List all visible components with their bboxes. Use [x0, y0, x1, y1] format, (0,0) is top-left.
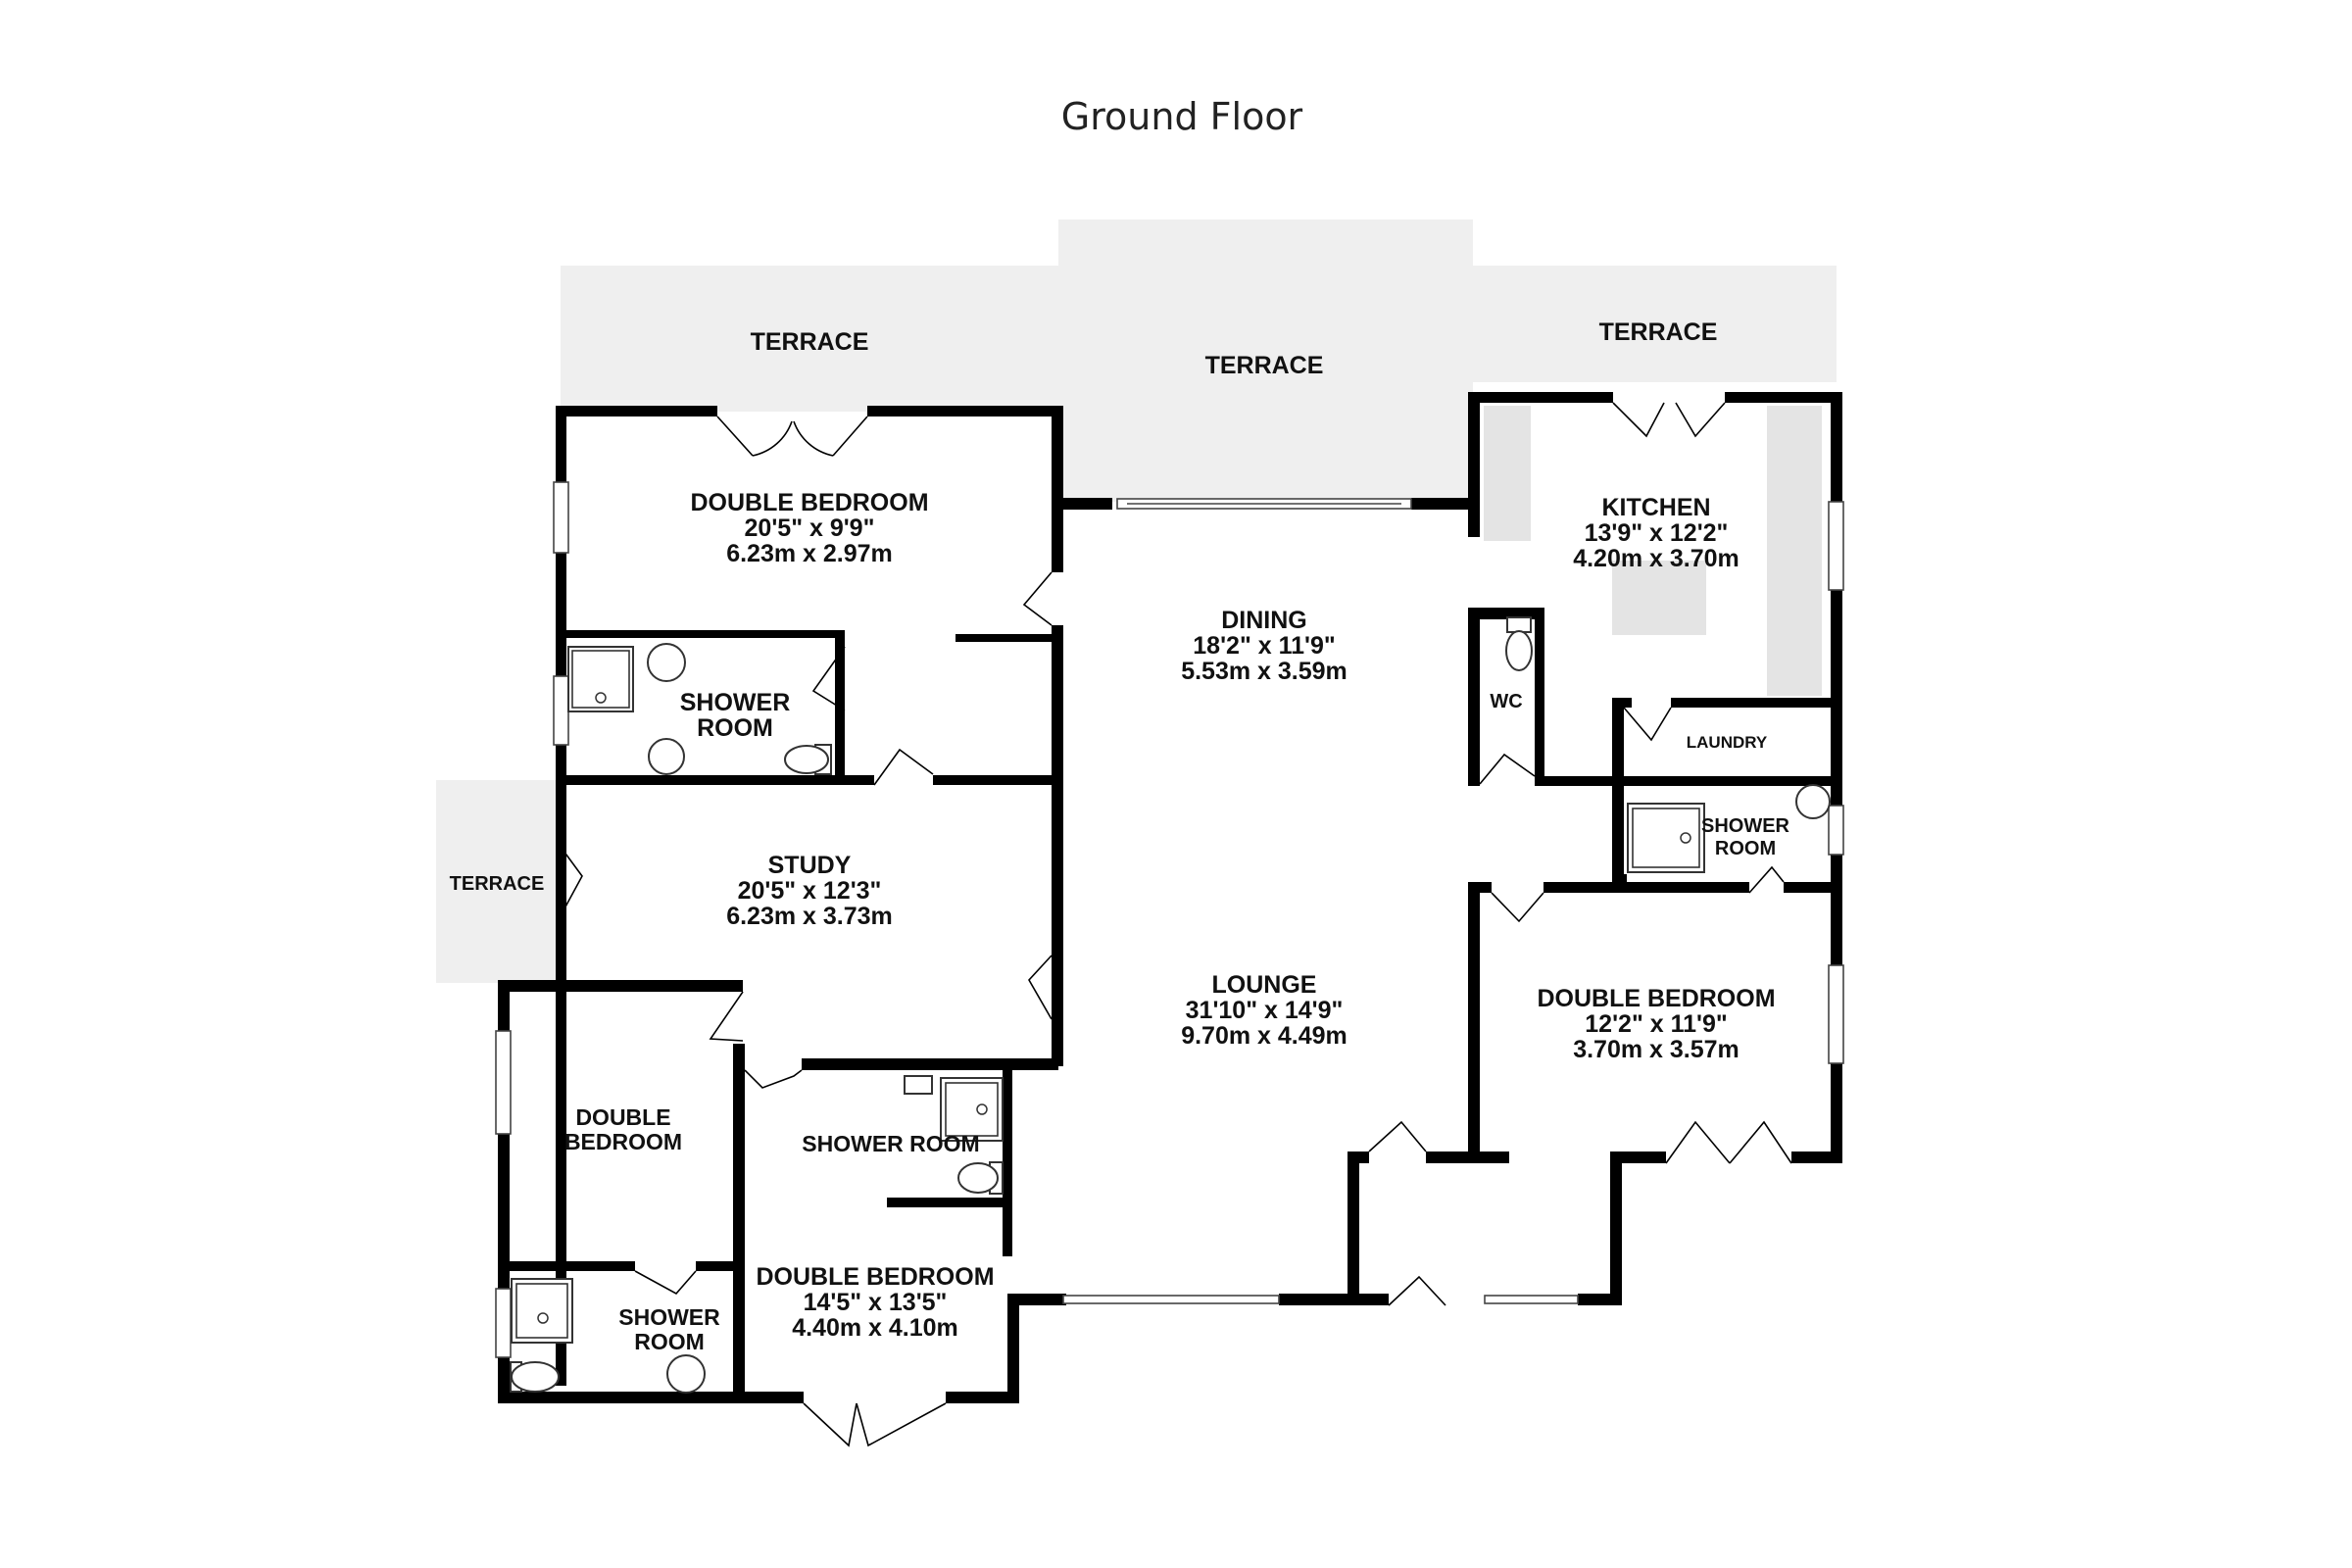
room-name: ROOM	[697, 714, 773, 742]
room-bedroom-w: DOUBLE BEDROOM	[564, 1104, 682, 1154]
room-name: ROOM	[634, 1329, 705, 1354]
room-lounge: LOUNGE 31'10" x 14'9" 9.70m x 4.49m	[1181, 971, 1348, 1050]
room-shower-e: SHOWER ROOM	[1701, 815, 1790, 859]
room-name: LOUNGE	[1212, 971, 1317, 999]
room-dining: DINING 18'2" x 11'9" 5.53m x 3.59m	[1181, 607, 1348, 685]
room-study: STUDY 20'5" x 12'3" 6.23m x 3.73m	[726, 852, 893, 930]
terraces	[436, 220, 1837, 983]
room-laundry: LAUNDRY	[1687, 733, 1768, 752]
room-size-metric: 4.40m x 4.10m	[792, 1314, 958, 1342]
room-shower-nw: SHOWER ROOM	[680, 689, 791, 742]
room-name: DOUBLE BEDROOM	[1537, 985, 1775, 1012]
room-size-imperial: 20'5" x 12'3"	[738, 877, 882, 905]
room-size-imperial: 20'5" x 9'9"	[745, 514, 875, 542]
room-shower-sw: SHOWER ROOM	[618, 1304, 720, 1354]
room-size-imperial: 31'10" x 14'9"	[1186, 997, 1344, 1024]
room-name: DOUBLE BEDROOM	[690, 489, 928, 516]
room-size-imperial: 14'5" x 13'5"	[804, 1289, 948, 1316]
room-shower-s: SHOWER ROOM	[802, 1131, 979, 1156]
room-name: DOUBLE	[575, 1104, 670, 1130]
doors	[557, 402, 1792, 1447]
room-name: STUDY	[768, 852, 852, 879]
room-name: SHOWER	[680, 689, 791, 716]
floor-title: Ground Floor	[1061, 95, 1303, 138]
terrace-label-right-top: TERRACE	[1599, 318, 1718, 346]
room-size-metric: 4.20m x 3.70m	[1573, 545, 1740, 572]
room-size-metric: 5.53m x 3.59m	[1181, 658, 1348, 685]
room-size-imperial: 12'2" x 11'9"	[1585, 1010, 1727, 1038]
terrace-label-center: TERRACE	[1205, 352, 1324, 379]
room-name: SHOWER	[1701, 815, 1790, 837]
room-wc: WC	[1490, 691, 1522, 712]
room-size-metric: 6.23m x 2.97m	[726, 540, 893, 567]
terrace-label-left-side: TERRACE	[450, 873, 545, 895]
room-size-metric: 6.23m x 3.73m	[726, 903, 893, 930]
room-name: DINING	[1221, 607, 1307, 634]
terrace-label-left-top: TERRACE	[751, 328, 869, 356]
room-bedroom-nw: DOUBLE BEDROOM 20'5" x 9'9" 6.23m x 2.97…	[690, 489, 928, 567]
room-name: DOUBLE BEDROOM	[756, 1263, 994, 1291]
room-name: ROOM	[1715, 838, 1776, 859]
room-size-metric: 3.70m x 3.57m	[1573, 1036, 1740, 1063]
room-size-imperial: 18'2" x 11'9"	[1193, 632, 1335, 660]
room-size-imperial: 13'9" x 12'2"	[1585, 519, 1729, 547]
room-size-metric: 9.70m x 4.49m	[1181, 1022, 1348, 1050]
room-name: SHOWER	[618, 1304, 720, 1330]
kitchen-counters	[1484, 406, 1822, 696]
room-bedroom-s: DOUBLE BEDROOM 14'5" x 13'5" 4.40m x 4.1…	[756, 1263, 994, 1342]
terrace-left-side	[436, 780, 558, 983]
room-name: KITCHEN	[1601, 494, 1710, 521]
terrace-left-top	[561, 266, 1058, 412]
room-bedroom-e: DOUBLE BEDROOM 12'2" x 11'9" 3.70m x 3.5…	[1537, 985, 1775, 1063]
fixtures	[510, 616, 1831, 1394]
room-kitchen: KITCHEN 13'9" x 12'2" 4.20m x 3.70m	[1573, 494, 1740, 572]
terrace-center	[1058, 220, 1837, 502]
room-name: BEDROOM	[564, 1129, 682, 1154]
windows	[495, 481, 1844, 1358]
